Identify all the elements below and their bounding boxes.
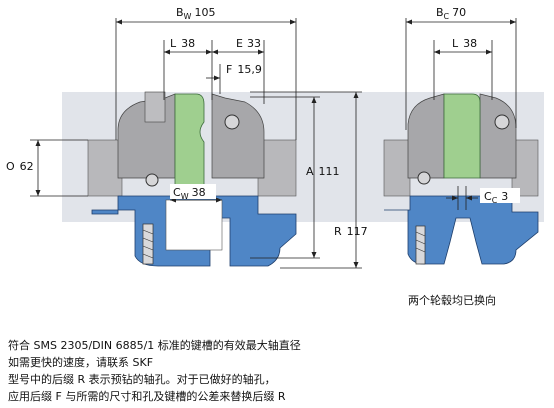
note-line-3: 型号中的后缀 R 表示预钻的轴孔。对于已做好的轴孔， [8,373,276,386]
right-green-spacer [443,93,481,179]
hubs-reversed-caption: 两个轮毂均已换向 [408,294,496,307]
note-line-4: 应用后缀 F 与所需的尺寸和孔及键槽的公差来替换后缀 R [8,390,286,403]
left-bolt-head [144,91,166,123]
right-coupling [383,93,539,265]
left-shaft-stub-left [87,139,123,197]
left-dimensions [30,18,362,269]
right-lower-screw-icon [417,171,431,185]
right-upper-hub-right [479,93,517,179]
cw-label-bg [170,184,216,199]
left-upper-screw-icon [224,114,240,130]
left-upper-hub-right [211,93,265,179]
right-dimensions [405,18,517,210]
left-lower-screw-icon [145,173,159,187]
note-line-2: 如需更快的速度，请联系 SKF [8,356,154,369]
note-line-1: 符合 SMS 2305/DIN 6885/1 标准的键槽的有效最大轴直径 [8,339,301,352]
left-keyway-window [165,199,223,251]
right-shaft-stub-left [383,139,411,197]
left-green-spacer [174,93,205,197]
right-lower-bolt [415,225,426,265]
left-coupling [87,91,297,267]
right-upper-screw-icon [494,114,510,130]
cc-label-bg [480,188,520,203]
left-lower-bolt [142,223,154,265]
